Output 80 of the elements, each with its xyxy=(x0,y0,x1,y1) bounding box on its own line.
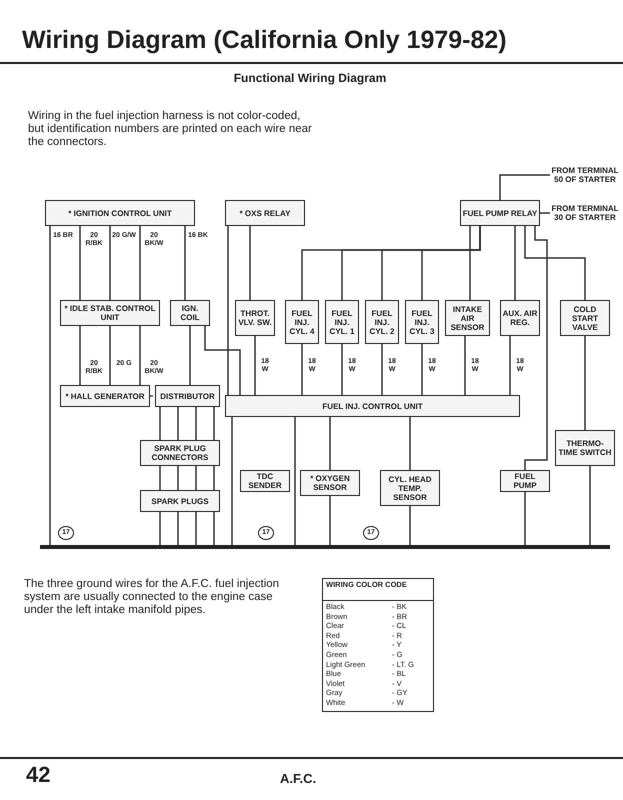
injector-box: FUEL INJ. CYL. 3 xyxy=(405,300,439,344)
ignition-coil-box: IGN. COIL xyxy=(170,300,210,326)
switch-box: THERMO-TIME SWITCH xyxy=(555,430,615,466)
wire xyxy=(177,407,179,440)
valve-box: COLD START VALVE xyxy=(560,300,610,336)
wire xyxy=(301,344,303,395)
wire xyxy=(524,226,586,300)
control-unit-box: * IDLE STAB. CONTROL UNIT xyxy=(60,300,160,326)
connector-box: SPARK PLUG CONNECTORS xyxy=(140,440,220,466)
spark-plug-box: SPARK PLUGS xyxy=(140,490,220,512)
ground-bus xyxy=(40,545,610,549)
wire xyxy=(177,512,179,545)
wire xyxy=(409,417,411,470)
ground-note: The three ground wires for the A.F.C. fuel injection system are usually connected to the engine case under the left intake manifold pipes. xyxy=(24,578,280,618)
control-unit-box: FUEL INJ. CONTROL UNIT xyxy=(225,395,520,417)
terminal-label: FROM TERMINAL 30 OF STARTER xyxy=(550,198,620,228)
wire xyxy=(499,174,550,200)
wire xyxy=(509,336,511,395)
wire xyxy=(409,506,411,545)
wire xyxy=(329,417,331,470)
wire xyxy=(231,417,233,545)
wire xyxy=(227,226,229,395)
wire xyxy=(213,407,215,440)
relay-box: * OXS RELAY xyxy=(225,200,305,226)
wire xyxy=(177,466,179,490)
wire xyxy=(159,512,161,545)
wire xyxy=(469,226,471,300)
wire xyxy=(159,466,161,490)
wire xyxy=(464,336,466,395)
valve-box: AUX. AIR REG. xyxy=(500,300,540,336)
switch-box: THROT. VLV. SW. xyxy=(235,300,275,336)
wire xyxy=(79,226,81,300)
control-unit-box: * IGNITION CONTROL UNIT xyxy=(45,200,195,226)
terminal-label: FROM TERMINAL 50 OF STARTER xyxy=(550,160,620,190)
wire xyxy=(195,512,197,545)
wire xyxy=(139,326,141,385)
wire xyxy=(195,407,197,440)
wire xyxy=(249,226,251,300)
wire xyxy=(213,466,215,490)
sensor-box: * OXYGEN SENSOR xyxy=(300,470,360,496)
wire xyxy=(524,492,526,545)
sensor-box: CYL. HEAD TEMP. SENSOR xyxy=(380,470,440,506)
wire xyxy=(213,512,215,545)
wire xyxy=(381,344,383,395)
wire xyxy=(139,226,141,300)
page-title: Wiring Diagram (California Only 1979-82) xyxy=(22,26,508,55)
wire xyxy=(584,336,586,430)
wire xyxy=(79,326,81,385)
wire xyxy=(49,226,51,545)
wire xyxy=(524,226,548,470)
fuel-pump-box: FUEL PUMP xyxy=(500,470,550,492)
wire xyxy=(421,226,481,300)
injector-box: FUEL INJ. CYL. 4 xyxy=(285,300,319,344)
wire xyxy=(589,466,591,545)
wire xyxy=(189,326,191,385)
wire xyxy=(184,226,186,300)
wire xyxy=(421,344,423,395)
wire xyxy=(254,336,256,395)
wire xyxy=(341,344,343,395)
mechanical-link xyxy=(150,395,155,397)
intro-note: Wiring in the fuel injection harness is not color-coded, but identification numbers are printed on each wire near the connectors. xyxy=(28,110,313,150)
wire xyxy=(159,407,161,440)
subtitle: Functional Wiring Diagram xyxy=(232,72,388,86)
sensor-box: INTAKE AIR SENSOR xyxy=(445,300,490,336)
wire xyxy=(514,226,516,300)
wire xyxy=(329,496,331,545)
section-name: A.F.C. xyxy=(280,772,318,787)
injector-box: FUEL INJ. CYL. 1 xyxy=(325,300,359,344)
wire xyxy=(540,212,550,214)
wire xyxy=(294,417,296,545)
distributor-box: DISTRIBUTOR xyxy=(155,385,220,407)
sender-box: TDC SENDER xyxy=(240,470,290,492)
wire xyxy=(195,466,197,490)
wire xyxy=(109,326,111,385)
wire xyxy=(204,326,241,395)
injector-box: FUEL INJ. CYL. 2 xyxy=(365,300,399,344)
page-number: 42 xyxy=(26,762,52,788)
relay-box: FUEL PUMP RELAY xyxy=(460,200,540,226)
generator-box: * HALL GENERATOR xyxy=(60,385,150,407)
wire xyxy=(109,226,111,300)
